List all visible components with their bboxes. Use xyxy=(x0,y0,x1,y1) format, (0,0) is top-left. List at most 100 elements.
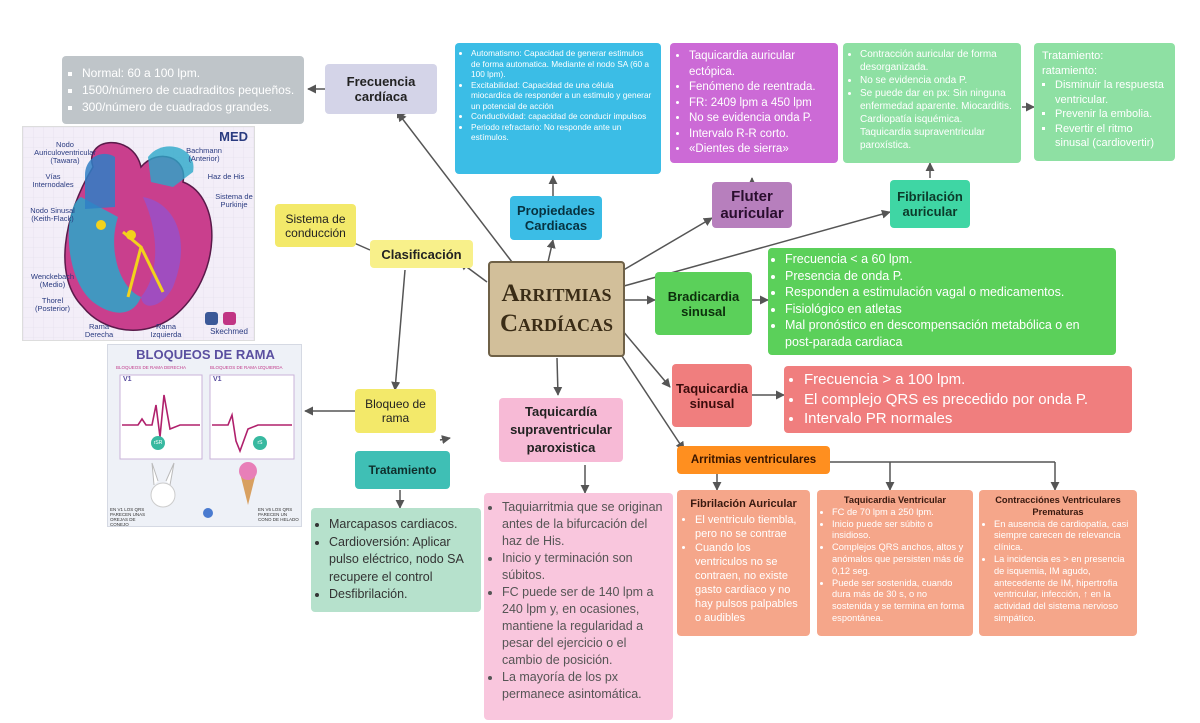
taquicardia-sinusal-item: Frecuencia > a 100 lpm. xyxy=(804,370,1124,390)
fibrilacion-item: Contracción auricular de forma desorgani… xyxy=(860,48,1013,74)
bloqueos-title: BLOQUEOS DE RAMA xyxy=(136,347,275,362)
fib-ventricular-item: Cuando los ventriculos no se contraen, n… xyxy=(695,541,804,625)
heart-label-wenckebach: Wenckebach (Medio) xyxy=(30,272,75,289)
heart-label-bachmann: Bachmann (Anterior) xyxy=(186,146,222,163)
heart-label-internodal: Vías Internodales xyxy=(32,172,74,189)
fluter-item: «Dientes de sierra» xyxy=(689,142,830,158)
bloqueos-lead-left: V1 xyxy=(123,376,132,383)
tsvp-node[interactable]: Taquicardía supraventricular paroxistica xyxy=(499,398,623,462)
bradicardia-item: Frecuencia < a 60 lpm. xyxy=(785,251,1108,268)
frecuencia-details: Normal: 60 a 100 lpm. 1500/número de cua… xyxy=(62,56,304,124)
fibrilacion-node[interactable]: Fibrilación auricular xyxy=(890,180,970,228)
fluter-item: FR: 2409 lpm a 450 lpm xyxy=(689,96,830,112)
bloqueo-node[interactable]: Bloqueo de rama xyxy=(355,389,436,433)
contracciones-item: En ausencia de cardiopatía, casi siempre… xyxy=(994,519,1131,554)
tratamiento-fa-item: Revertir el ritmo sinusal (cardiovertir) xyxy=(1055,122,1167,151)
propiedades-item: Excitabilidad: Capacidad de una célula m… xyxy=(471,80,654,112)
bloqueos-ecg xyxy=(119,374,295,518)
fluter-item: No se evidencia onda P. xyxy=(689,111,830,127)
fluter-label: Fluter auricular xyxy=(720,188,784,222)
fib-ventricular-title: Fibrilación Auricular xyxy=(690,498,797,510)
propiedades-item: Conductividad: capacidad de conducir imp… xyxy=(471,111,654,122)
heart-label-purkinje: Sistema de Purkinje xyxy=(215,192,253,209)
propiedades-item: Periodo refractario: No responde ante un… xyxy=(471,122,654,143)
tratamiento-fa-details: Tratamiento: ratamiento: Disminuir la re… xyxy=(1034,43,1175,161)
bloqueos-left-sub: BLOQUEOS DE RAMA DERECHA xyxy=(116,365,187,370)
bloqueos-rama-image: BLOQUEOS DE RAMA BLOQUEOS DE RAMA DERECH… xyxy=(107,344,302,527)
frecuencia-item: 1500/número de cuadraditos pequeños. xyxy=(82,82,296,99)
bloqueos-right-sub: BLOQUEOS DE RAMA IZQUIERDA xyxy=(210,365,283,370)
heart-label-rama-derecha: Rama Derecha xyxy=(84,322,114,339)
tratamiento-fa-item: Prevenir la embolia. xyxy=(1055,107,1167,122)
bradicardia-label: Bradicardia sinusal xyxy=(667,288,740,319)
propiedades-details: Automatismo: Capacidad de generar estimu… xyxy=(455,43,661,174)
taq-ventricular-details: Taquicardia Ventricular FC de 70 lpm a 2… xyxy=(817,490,973,636)
bradicardia-item: Fisiológico en atletas xyxy=(785,301,1108,318)
propiedades-label: Propiedades Cardiacas xyxy=(516,203,596,233)
bradicardia-details: Frecuencia < a 60 lpm. Presencia de onda… xyxy=(768,248,1116,355)
propiedades-node[interactable]: Propiedades Cardiacas xyxy=(510,196,602,240)
sistema-label: Sistema de conducción xyxy=(285,211,346,240)
taq-ventricular-item: Inicio puede ser súbito o insidioso. xyxy=(832,519,967,543)
bradicardia-item: Presencia de onda P. xyxy=(785,268,1108,285)
bloqueo-label: Bloqueo de rama xyxy=(365,397,426,425)
heart-brand: MED xyxy=(219,129,248,144)
heart-illustration xyxy=(23,127,254,340)
heart-label-his: Haz de His xyxy=(207,172,245,181)
heart-label-thorel: Thorel (Posterior) xyxy=(34,296,70,313)
taq-ventricular-item: Puede ser sostenida, cuando dura más de … xyxy=(832,578,967,625)
tratamiento-fa-title2: ratamiento: xyxy=(1042,64,1098,77)
sistema-node[interactable]: Sistema de conducción xyxy=(275,204,356,247)
bloqueos-marker-left: rSR xyxy=(153,440,163,446)
tsvp-item: Inicio y terminación son súbitos. xyxy=(502,550,665,584)
fibrilacion-item: Se puede dar en px: Sin ninguna enfermed… xyxy=(860,87,1013,152)
tsvp-label: Taquicardía supraventricular paroxistica xyxy=(510,404,612,455)
tratamiento-details: Marcapasos cardiacos. Cardioversión: Apl… xyxy=(311,508,481,612)
taq-ventricular-title: Taquicardia Ventricular xyxy=(843,495,947,505)
fibrilacion-details: Contracción auricular de forma desorgani… xyxy=(843,43,1021,163)
fluter-details: Taquicardia auricular ectópica. Fenómeno… xyxy=(670,43,838,163)
taquicardia-sinusal-label: Taquicardia sinusal xyxy=(675,380,748,411)
bradicardia-item: Mal pronóstico en descompensación metabó… xyxy=(785,317,1108,350)
tsvp-item: FC puede ser de 140 lpm a 240 lpm y, en … xyxy=(502,584,665,669)
fibrilacion-label: Fibrilación auricular xyxy=(897,189,963,219)
frecuencia-node[interactable]: Frecuencia cardíaca xyxy=(325,64,437,114)
tratamiento-item: Desfibrilación. xyxy=(329,586,473,604)
fluter-item: Taquicardia auricular ectópica. xyxy=(689,49,830,80)
heart-label-sinusal: Nodo Sinusal (Keith-Flack) xyxy=(30,206,75,223)
main-title[interactable]: Arritmias Cardíacas xyxy=(488,261,625,357)
fib-ventricular-details: Fibrilación Auricular El ventriculo tiem… xyxy=(677,490,810,636)
taq-ventricular-item: FC de 70 lpm a 250 lpm. xyxy=(832,507,967,519)
fluter-node[interactable]: Fluter auricular xyxy=(712,182,792,228)
ventriculares-node[interactable]: Arritmias ventriculares xyxy=(677,446,830,474)
bloqueos-caption-left: EN V1 LOS QRS PARECEN UNAS OREJAS DE CON… xyxy=(110,507,146,527)
propiedades-item: Automatismo: Capacidad de generar estimu… xyxy=(471,48,654,80)
bradicardia-item: Responden a estimulación vagal o medicam… xyxy=(785,284,1108,301)
tratamiento-label: Tratamiento xyxy=(368,463,437,477)
contracciones-details: Contracciónes Ventriculares Prematuras E… xyxy=(979,490,1137,636)
bloqueos-lead-right: V1 xyxy=(213,376,222,383)
fibrilacion-item: No se evidencia onda P. xyxy=(860,74,1013,87)
clasificacion-label: Clasificación xyxy=(381,246,462,262)
tsvp-details: Taquiarritmia que se originan antes de l… xyxy=(484,493,673,720)
taquicardia-sinusal-item: Intervalo PR normales xyxy=(804,409,1124,429)
fib-ventricular-item: El ventriculo tiembla, pero no se contra… xyxy=(695,513,804,541)
taquicardia-sinusal-details: Frecuencia > a 100 lpm. El complejo QRS … xyxy=(784,366,1132,433)
taq-ventricular-item: Complejos QRS anchos, altos y anómalos q… xyxy=(832,542,967,577)
tratamiento-node[interactable]: Tratamiento xyxy=(355,451,450,489)
heart-label-brand-handle: Skechmed xyxy=(210,327,248,336)
tratamiento-item: Marcapasos cardiacos. xyxy=(329,516,473,534)
tratamiento-item: Cardioversión: Aplicar pulso eléctrico, … xyxy=(329,534,473,587)
bloqueos-caption-right: EN V6 LOS QRS PARECEN UN CONO DE HELADO xyxy=(258,507,299,522)
taquicardia-sinusal-node[interactable]: Taquicardia sinusal xyxy=(672,364,752,427)
ventriculares-label: Arritmias ventriculares xyxy=(690,454,817,466)
bradicardia-node[interactable]: Bradicardia sinusal xyxy=(655,272,752,335)
tratamiento-fa-title: Tratamiento: xyxy=(1042,50,1104,62)
frecuencia-label: Frecuencia cardíaca xyxy=(346,74,416,104)
clasificacion-node[interactable]: Clasificación xyxy=(370,240,473,268)
tratamiento-fa-item: Disminuir la respuesta ventricular. xyxy=(1055,78,1167,107)
contracciones-item: La incidencia es > en presencia de isque… xyxy=(994,554,1131,625)
heart-conduction-image: MED Nodo Auriculoventricular (Tawara) Ví… xyxy=(22,126,255,341)
contracciones-title: Contracciónes Ventriculares Prematuras xyxy=(995,495,1121,517)
